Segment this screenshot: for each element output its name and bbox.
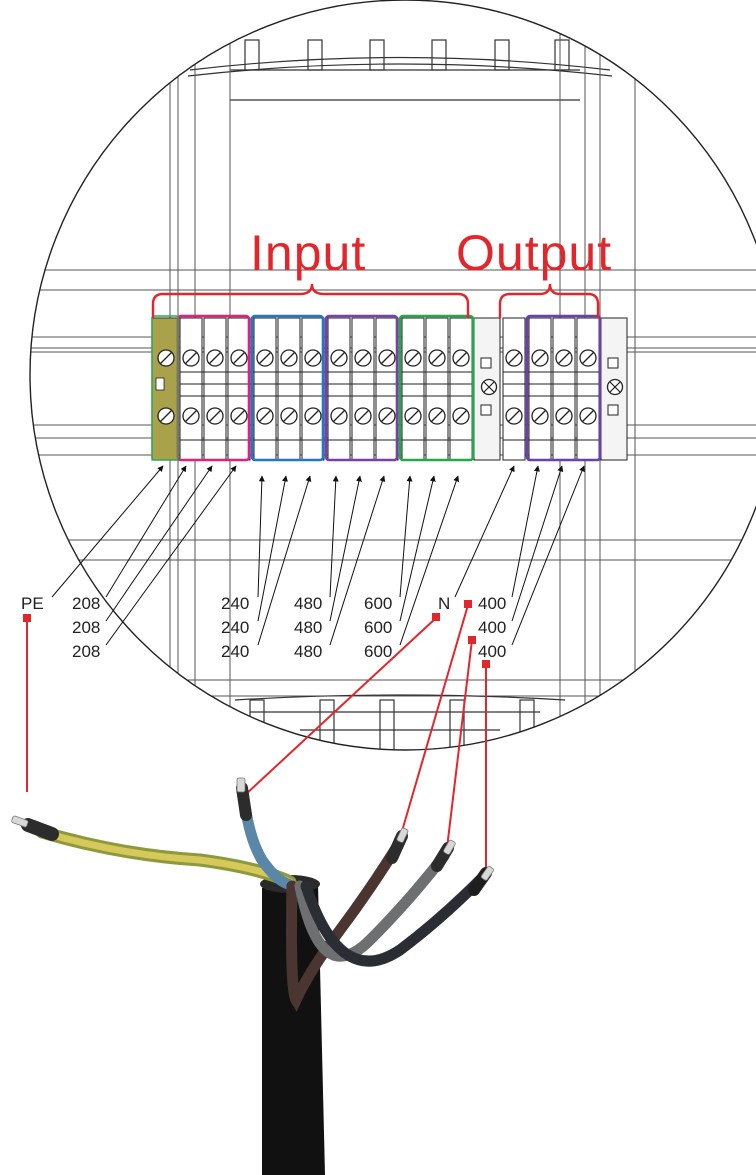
cable bbox=[11, 777, 494, 1175]
input-title: Input bbox=[250, 225, 366, 281]
terminal-block bbox=[151, 317, 628, 461]
label-600-2: 600 bbox=[364, 618, 392, 637]
ferrule-icon bbox=[480, 865, 494, 881]
terminal-labels: PE 208 208 208 240 240 240 480 480 480 6… bbox=[21, 594, 506, 661]
label-n: N bbox=[438, 594, 450, 613]
label-240-1: 240 bbox=[221, 594, 249, 613]
square-marker-icon bbox=[464, 600, 472, 608]
group-frame-240 bbox=[250, 314, 325, 462]
zoom-circle bbox=[29, 0, 756, 751]
square-marker-icon bbox=[23, 614, 31, 622]
label-600-1: 600 bbox=[364, 594, 392, 613]
square-marker-icon bbox=[432, 613, 440, 621]
label-480-3: 480 bbox=[294, 642, 322, 661]
wire-brown bbox=[286, 839, 404, 1012]
label-240-2: 240 bbox=[221, 618, 249, 637]
square-marker-icon bbox=[468, 636, 476, 644]
end-stopper-left bbox=[473, 317, 501, 461]
ferrule-icon bbox=[443, 839, 456, 855]
square-marker-icon bbox=[482, 660, 490, 668]
label-208-3: 208 bbox=[72, 642, 100, 661]
label-208-2: 208 bbox=[72, 618, 100, 637]
wire-grey bbox=[294, 850, 450, 962]
cable-jacket bbox=[262, 877, 325, 1175]
wire-black bbox=[300, 874, 486, 967]
label-480-1: 480 bbox=[294, 594, 322, 613]
label-600-3: 600 bbox=[364, 642, 392, 661]
output-title: Output bbox=[456, 225, 612, 281]
wire-callouts bbox=[23, 600, 490, 873]
group-frame-600 bbox=[398, 314, 475, 462]
leader-lines bbox=[51, 465, 585, 646]
group-frame-output bbox=[525, 314, 602, 462]
label-400-3: 400 bbox=[478, 642, 506, 661]
ferrule-icon bbox=[236, 777, 246, 793]
output-bracket bbox=[498, 283, 600, 318]
label-400-2: 400 bbox=[478, 618, 506, 637]
label-pe: PE bbox=[21, 594, 44, 613]
pe-frame bbox=[151, 315, 179, 461]
ferrule-icon bbox=[396, 827, 409, 843]
group-frame-480 bbox=[324, 314, 399, 462]
label-208-1: 208 bbox=[72, 594, 100, 613]
label-400-1: 400 bbox=[478, 594, 506, 613]
label-240-3: 240 bbox=[221, 642, 249, 661]
wire-neutral bbox=[239, 799, 294, 890]
input-bracket bbox=[151, 283, 470, 318]
end-stopper-right bbox=[600, 317, 628, 461]
ferrule-icon bbox=[11, 815, 29, 828]
label-480-2: 480 bbox=[294, 618, 322, 637]
